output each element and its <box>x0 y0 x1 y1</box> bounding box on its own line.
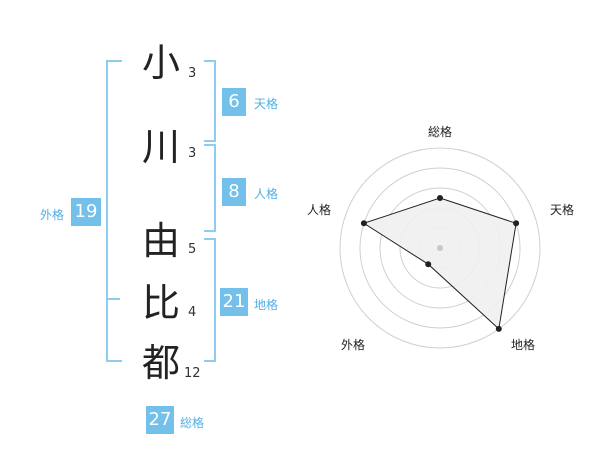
tenkaku-value: 6 <box>222 88 246 116</box>
radar-point-chikaku <box>495 325 502 332</box>
jinkaku-value: 8 <box>222 178 246 206</box>
radar-point-tenkaku <box>513 220 520 227</box>
radar-label-soukaku: 総格 <box>428 125 453 139</box>
radar-points <box>360 195 520 332</box>
gaikaku-value: 19 <box>71 198 101 226</box>
stroke-count-1: 3 <box>188 66 197 81</box>
radar-label-jinkaku: 人格 <box>307 203 332 217</box>
radar-point-jinkaku <box>360 220 367 227</box>
stroke-count-3: 5 <box>188 242 197 257</box>
soukaku-label: 総格 <box>180 416 205 430</box>
jinkaku-bracket <box>204 144 216 232</box>
soukaku-value: 27 <box>146 406 174 434</box>
gaikaku-label: 外格 <box>40 208 65 222</box>
stroke-count-2: 3 <box>188 146 197 161</box>
tenkaku-label: 天格 <box>254 97 279 111</box>
radar-ring-4 <box>359 167 521 329</box>
chikaku-bracket <box>204 238 216 362</box>
gaikaku-bracket-mid <box>106 298 120 300</box>
chikaku-value: 21 <box>220 288 248 316</box>
radar-polygon <box>362 197 517 330</box>
radar-point-sokaku <box>437 195 443 201</box>
jinkaku-label: 人格 <box>254 187 279 201</box>
name-char-3: 由 <box>142 219 181 263</box>
radar-label-chikaku: 地格 <box>511 338 536 352</box>
chikaku-label: 地格 <box>254 298 279 312</box>
stroke-count-4: 4 <box>188 305 197 320</box>
radar-point-gaikaku <box>425 261 432 268</box>
name-char-5: 都 <box>142 341 181 385</box>
radar-center-dot <box>437 245 443 251</box>
stroke-count-5: 12 <box>184 366 201 381</box>
radar-ring-5 <box>339 147 541 349</box>
tenkaku-bracket <box>204 60 216 142</box>
radar-label-tenkaku: 天格 <box>550 203 575 217</box>
name-char-4: 比 <box>142 281 181 325</box>
name-char-2: 川 <box>142 125 181 169</box>
radar-label-gaikaku: 外格 <box>341 338 366 352</box>
name-char-1: 小 <box>142 41 181 85</box>
gaikaku-bracket <box>106 60 122 362</box>
